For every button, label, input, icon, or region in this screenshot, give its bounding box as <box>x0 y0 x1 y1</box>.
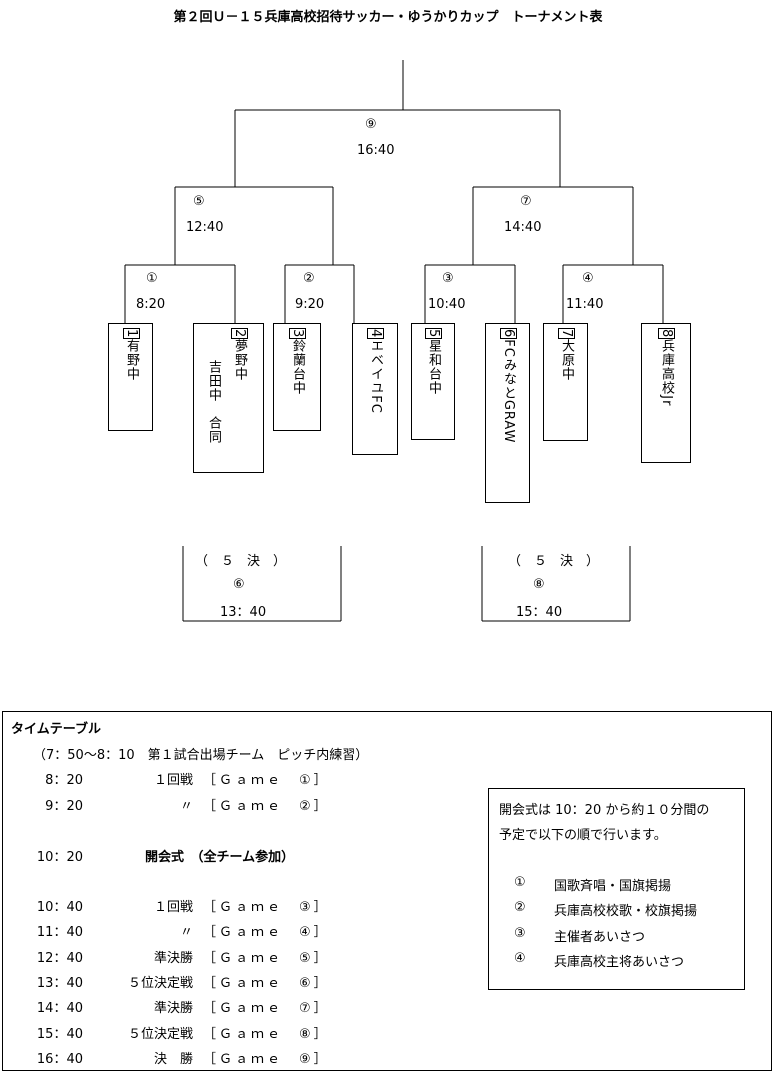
ceremony-item: ② 兵庫高校校歌・校旗掲揚 <box>514 900 697 919</box>
row-game: ［Ｇａｍｅ ④］ <box>203 925 330 940</box>
row-round: 決 勝 <box>153 1052 193 1067</box>
team-joint-label: 吉田中 合同 <box>206 360 221 444</box>
team-number: 5 <box>425 328 442 340</box>
row-round: １回戦 <box>153 900 193 915</box>
semi-right-time: 14:40 <box>504 220 542 235</box>
fifth-right-time: 15：40 <box>516 605 563 620</box>
r1-game1-number: ① <box>146 271 158 286</box>
semi-right-game-number: ⑦ <box>520 194 532 209</box>
team-name: エベイユFC <box>368 339 383 414</box>
team-box-5: 5星和台中 <box>411 323 455 440</box>
row-game: ［Ｇａｍｅ ⑥］ <box>203 976 330 991</box>
row-time: 8：20 <box>45 773 83 788</box>
team-box-2: 2夢野中 吉田中 合同 <box>193 323 264 473</box>
team-number: 1 <box>123 328 140 340</box>
team-box-7: 7大原中 <box>543 323 588 441</box>
item-text: 兵庫高校校歌・校旗掲揚 <box>554 904 698 919</box>
row-game: ［Ｇａｍｅ ②］ <box>203 799 330 814</box>
team-box-1: 1有野中 <box>108 323 153 431</box>
row-round: 〃 <box>179 799 193 814</box>
team-name: 夢野中 <box>232 339 247 382</box>
row-round: ５位決定戦 <box>127 976 193 991</box>
r1-game3-number: ③ <box>442 271 454 286</box>
team-number: 7 <box>558 328 575 340</box>
team-number: 4 <box>367 328 384 340</box>
team-box-3: 3鈴蘭台中 <box>273 323 321 431</box>
item-number: ② <box>514 900 526 915</box>
final-time: 16:40 <box>357 143 395 158</box>
semi-left-time: 12:40 <box>186 220 224 235</box>
page-title: 第２回Ｕ－１５兵庫高校招待サッカー・ゆうかりカップ トーナメント表 <box>173 10 603 25</box>
team-box-6: 6FCみなとGRAW <box>485 323 530 503</box>
team-name: 大原中 <box>559 339 574 382</box>
row-round: １回戦 <box>153 773 193 788</box>
ceremony-item: ③ 主催者あいさつ <box>514 926 645 945</box>
team-name: 兵庫高校Jr <box>659 339 674 407</box>
team-name: 鈴蘭台中 <box>290 339 305 396</box>
row-game: ［Ｇａｍｅ ⑨］ <box>203 1052 330 1067</box>
item-number: ③ <box>514 926 526 941</box>
row-round: 〃 <box>179 925 193 940</box>
row-round: 準決勝 <box>153 951 193 966</box>
team-name: 星和台中 <box>426 339 441 396</box>
row-time: 11：40 <box>36 925 83 940</box>
r1-game4-time: 11:40 <box>566 297 604 312</box>
item-text: 主催者あいさつ <box>554 930 646 945</box>
row-round: 準決勝 <box>153 1001 193 1016</box>
ceremony-intro-line1: 開会式は 10：20 から約１０分間の <box>499 803 710 818</box>
ceremony-intro-line2: 予定で以下の順で行います。 <box>499 828 667 843</box>
row-game: ［Ｇａｍｅ ⑦］ <box>203 1001 330 1016</box>
row-time: 10：40 <box>36 900 83 915</box>
fifth-left-game-number: ⑥ <box>233 577 245 592</box>
fifth-left-time: 13：40 <box>220 605 267 620</box>
item-text: 兵庫高校主将あいさつ <box>554 955 685 970</box>
row-game: ［Ｇａｍｅ ⑤］ <box>203 951 330 966</box>
r1-game2-number: ② <box>303 271 315 286</box>
team-number: 2 <box>231 328 248 340</box>
team-name: 有野中 <box>124 339 139 382</box>
row-time: 14：40 <box>36 1001 83 1016</box>
final-game-number: ⑨ <box>365 117 377 132</box>
semi-left-game-number: ⑤ <box>193 194 205 209</box>
row-game: ［Ｇａｍｅ ①］ <box>203 773 330 788</box>
r1-game4-number: ④ <box>582 271 594 286</box>
fifth-right-label: （ ５ 決 ） <box>508 554 600 569</box>
fifth-right-game-number: ⑧ <box>533 577 545 592</box>
timetable-pre-note: （7：50～8：10 第１試合出場チーム ピッチ内練習） <box>33 748 369 763</box>
team-box-8: 8兵庫高校Jr <box>641 323 691 463</box>
fifth-left-label: （ ５ 決 ） <box>195 554 287 569</box>
item-number: ④ <box>514 951 526 966</box>
ceremony-item: ① 国歌斉唱・国旗掲揚 <box>514 875 671 894</box>
tournament-bracket <box>124 60 664 622</box>
row-time: 12：40 <box>36 951 83 966</box>
team-number: 8 <box>658 328 675 340</box>
row-game: ［Ｇａｍｅ ⑧］ <box>203 1027 330 1042</box>
r1-game2-time: 9:20 <box>295 297 325 312</box>
r1-game1-time: 8:20 <box>136 297 166 312</box>
row-round: 開会式 （全チーム参加） <box>145 850 295 865</box>
row-round: ５位決定戦 <box>127 1027 193 1042</box>
item-number: ① <box>514 875 526 890</box>
row-time: 9：20 <box>45 799 83 814</box>
row-time: 15：40 <box>36 1027 83 1042</box>
team-box-4: 4エベイユFC <box>352 323 398 455</box>
row-time: 13：40 <box>36 976 83 991</box>
team-name: FCみなとGRAW <box>501 339 516 444</box>
timetable-heading: タイムテーブル <box>11 722 101 737</box>
ceremony-note-box: 開会式は 10：20 から約１０分間の 予定で以下の順で行います。 ① 国歌斉唱… <box>488 788 745 990</box>
timetable-panel: タイムテーブル （7：50～8：10 第１試合出場チーム ピッチ内練習） 8：2… <box>2 711 772 1071</box>
team-number: 3 <box>289 328 306 340</box>
r1-game3-time: 10:40 <box>428 297 466 312</box>
row-time: 16：40 <box>36 1052 83 1067</box>
team-number: 6 <box>500 328 517 340</box>
ceremony-item: ④ 兵庫高校主将あいさつ <box>514 951 684 970</box>
item-text: 国歌斉唱・国旗掲揚 <box>554 879 672 894</box>
row-game: ［Ｇａｍｅ ③］ <box>203 900 330 915</box>
row-time: 10：20 <box>36 850 83 865</box>
